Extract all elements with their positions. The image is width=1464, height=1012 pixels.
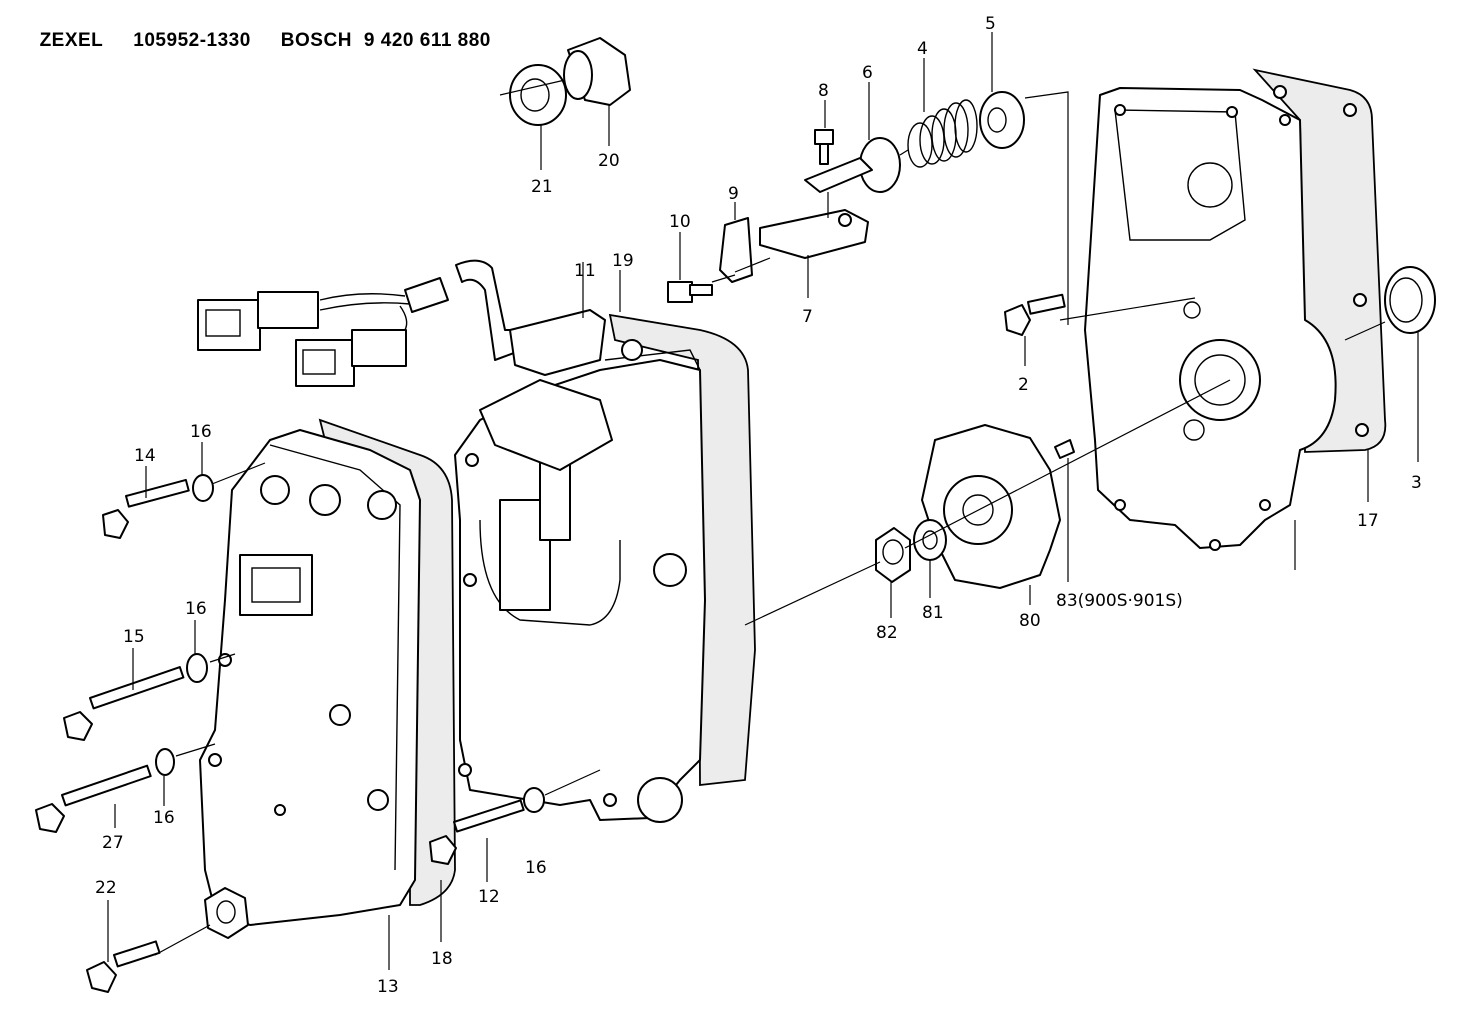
label-part-83: 83(900S·901S) bbox=[1056, 591, 1183, 611]
label-part-19: 19 bbox=[612, 251, 634, 271]
bolt-12 bbox=[429, 799, 525, 865]
label-part-12: 12 bbox=[478, 887, 500, 907]
bolt-14 bbox=[102, 478, 190, 539]
label-part-3: 3 bbox=[1411, 473, 1422, 493]
header-brand-bosch: BOSCH bbox=[280, 30, 352, 51]
label-part-4: 4 bbox=[917, 39, 928, 59]
label-part-22: 22 bbox=[95, 878, 117, 898]
label-part-7: 7 bbox=[802, 307, 813, 327]
rear-housing bbox=[1084, 87, 1337, 551]
front-gasket bbox=[318, 418, 456, 906]
key-83 bbox=[1054, 439, 1075, 459]
header-brand-zexel: ZEXEL bbox=[39, 30, 104, 51]
nut-82 bbox=[875, 527, 911, 583]
washer-16-center bbox=[523, 787, 545, 813]
label-part-16-center: 16 bbox=[525, 858, 547, 878]
middle-body bbox=[454, 339, 706, 823]
label-part-10: 10 bbox=[669, 212, 691, 232]
bracket-7 bbox=[759, 209, 869, 259]
washer-16-top bbox=[192, 474, 214, 502]
label-part-2: 2 bbox=[1018, 375, 1029, 395]
oil-seal bbox=[1384, 266, 1436, 334]
washer-16-low bbox=[155, 748, 175, 776]
label-part-5: 5 bbox=[985, 14, 996, 34]
washer-5 bbox=[979, 91, 1025, 149]
bolt-2 bbox=[1004, 293, 1066, 336]
label-part-9: 9 bbox=[728, 184, 739, 204]
label-part-27: 27 bbox=[102, 833, 124, 853]
bolt-15 bbox=[63, 666, 185, 741]
label-part-81: 81 bbox=[922, 603, 944, 623]
label-part-13: 13 bbox=[377, 977, 399, 997]
middle-gasket bbox=[608, 313, 756, 787]
washer-21 bbox=[509, 64, 567, 126]
bolt-22 bbox=[86, 940, 161, 993]
label-part-8: 8 bbox=[818, 81, 829, 101]
label-part-80: 80 bbox=[1019, 611, 1041, 631]
bolt-27 bbox=[35, 764, 152, 833]
label-part-11: 11 bbox=[574, 261, 596, 281]
label-part-17: 17 bbox=[1357, 511, 1379, 531]
label-part-16-mid: 16 bbox=[185, 599, 207, 619]
screw-8 bbox=[814, 129, 834, 165]
label-part-21: 21 bbox=[531, 177, 553, 197]
plug-20 bbox=[563, 37, 631, 106]
assembly-lines bbox=[107, 32, 1419, 970]
label-part-6: 6 bbox=[862, 63, 873, 83]
label-part-16-low: 16 bbox=[153, 808, 175, 828]
washer-16-mid bbox=[186, 653, 208, 683]
diagram-header: ZEXEL 105952-1330 BOSCH 9 420 611 880 bbox=[28, 8, 521, 52]
header-zexel-number: 105952-1330 bbox=[133, 30, 251, 51]
label-part-20: 20 bbox=[598, 151, 620, 171]
screw-10 bbox=[667, 281, 713, 303]
sensor-harness bbox=[197, 259, 606, 387]
pulser-rotor bbox=[921, 424, 1061, 589]
label-part-82: 82 bbox=[876, 623, 898, 643]
label-part-18: 18 bbox=[431, 949, 453, 969]
part-labels: 2 3 4 5 6 7 8 9 10 11 12 13 14 15 16 16 … bbox=[95, 14, 1422, 997]
header-bosch-number: 9 420 611 880 bbox=[363, 30, 491, 51]
washer-81 bbox=[913, 519, 947, 561]
label-part-14: 14 bbox=[134, 446, 156, 466]
front-cover bbox=[199, 429, 421, 926]
clip-9 bbox=[719, 217, 753, 283]
plate-6 bbox=[804, 137, 901, 193]
label-part-15: 15 bbox=[123, 627, 145, 647]
spring-4 bbox=[907, 99, 978, 168]
label-part-16-top: 16 bbox=[190, 422, 212, 442]
rear-gasket bbox=[1252, 68, 1387, 453]
nut-22-seat bbox=[204, 887, 249, 939]
